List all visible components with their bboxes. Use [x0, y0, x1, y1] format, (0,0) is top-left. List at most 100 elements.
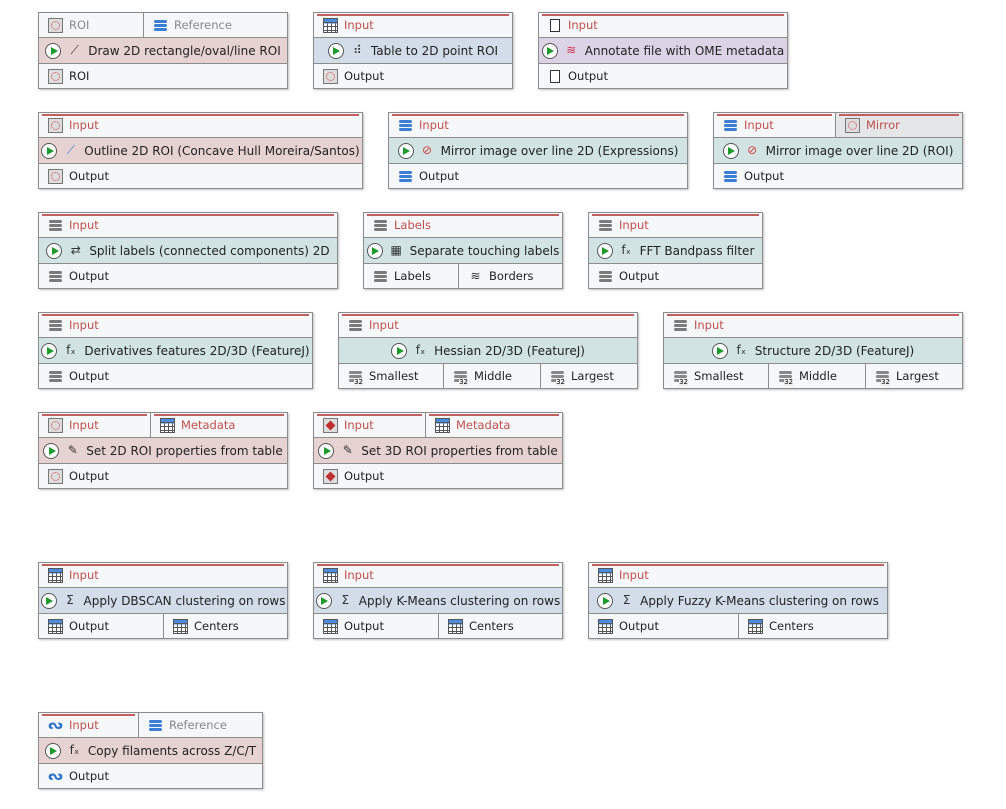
run-button[interactable]: [315, 592, 332, 609]
run-button[interactable]: [397, 142, 414, 159]
input-slot-reference[interactable]: Reference: [144, 13, 287, 37]
output-slot-output[interactable]: Output: [39, 264, 337, 288]
output-slot-smallest[interactable]: Smallest: [664, 364, 769, 388]
node-header[interactable]: ✎Set 3D ROI properties from table: [314, 438, 562, 463]
output-slot-roi[interactable]: ROI: [39, 64, 287, 88]
run-button[interactable]: [327, 42, 344, 59]
output-slot-largest[interactable]: Largest: [866, 364, 962, 388]
input-slot-input[interactable]: Input: [339, 313, 637, 337]
run-button[interactable]: [41, 142, 58, 159]
output-slot-centers[interactable]: Centers: [164, 614, 287, 638]
node-header[interactable]: ≋Annotate file with OME metadata: [539, 38, 787, 63]
output-slot-middle[interactable]: Middle: [769, 364, 866, 388]
output-slot-output[interactable]: Output: [314, 464, 562, 488]
input-slot-input[interactable]: Input: [314, 413, 426, 437]
output-slot-middle[interactable]: Middle: [444, 364, 541, 388]
node-header[interactable]: ✎Set 2D ROI properties from table: [39, 438, 287, 463]
input-slot-mirror[interactable]: Mirror: [836, 113, 962, 137]
output-slot-output[interactable]: Output: [39, 364, 312, 388]
node-header[interactable]: ⟋Draw 2D rectangle/oval/line ROI: [39, 38, 287, 63]
output-slot-smallest[interactable]: Smallest: [339, 364, 444, 388]
output-slot-output[interactable]: Output: [539, 64, 787, 88]
algorithm-node[interactable]: Input⇄Split labels (connected components…: [38, 212, 338, 289]
input-slot-input[interactable]: Input: [664, 313, 962, 337]
output-slot-centers[interactable]: Centers: [439, 614, 562, 638]
input-slot-roi[interactable]: ROI: [39, 13, 144, 37]
node-header[interactable]: ⊘Mirror image over line 2D (ROI): [714, 138, 962, 163]
run-button[interactable]: [597, 592, 614, 609]
output-slot-output[interactable]: Output: [314, 614, 439, 638]
input-slot-input[interactable]: Input: [39, 563, 287, 587]
input-slot-input[interactable]: Input: [389, 113, 687, 137]
output-slot-output[interactable]: Output: [589, 264, 762, 288]
output-slot-output[interactable]: Output: [389, 164, 687, 188]
node-header[interactable]: ⟋Outline 2D ROI (Concave Hull Moreira/Sa…: [39, 138, 362, 163]
output-slot-output[interactable]: Output: [314, 64, 512, 88]
output-slot-output[interactable]: Output: [39, 614, 164, 638]
input-slot-input[interactable]: Input: [39, 113, 362, 137]
input-slot-reference[interactable]: Reference: [139, 713, 262, 737]
output-slot-output[interactable]: Output: [39, 164, 362, 188]
output-slot-output[interactable]: Output: [39, 464, 287, 488]
run-button[interactable]: [596, 242, 613, 259]
input-slot-metadata[interactable]: Metadata: [426, 413, 562, 437]
run-button[interactable]: [366, 242, 383, 259]
output-slot-borders[interactable]: ≋Borders: [459, 264, 562, 288]
node-header[interactable]: ⊘Mirror image over line 2D (Expressions): [389, 138, 687, 163]
run-button[interactable]: [722, 142, 739, 159]
input-slot-input[interactable]: Input: [539, 13, 787, 37]
output-slot-labels[interactable]: Labels: [364, 264, 459, 288]
run-button[interactable]: [318, 442, 335, 459]
output-slot-output[interactable]: Output: [714, 164, 962, 188]
node-header[interactable]: ⠾Table to 2D point ROI: [314, 38, 512, 63]
output-slot-centers[interactable]: Centers: [739, 614, 887, 638]
node-header[interactable]: ▦Separate touching labels: [364, 238, 562, 263]
run-button[interactable]: [41, 342, 58, 359]
run-button[interactable]: [44, 742, 61, 759]
node-header[interactable]: ⇄Split labels (connected components) 2D: [39, 238, 337, 263]
input-slot-input[interactable]: Input: [714, 113, 836, 137]
input-slot-input[interactable]: Input: [39, 413, 151, 437]
run-button[interactable]: [391, 342, 408, 359]
run-button[interactable]: [43, 442, 60, 459]
output-slot-largest[interactable]: Largest: [541, 364, 637, 388]
input-slot-input[interactable]: Input: [314, 563, 562, 587]
input-slot-labels[interactable]: Labels: [364, 213, 562, 237]
algorithm-node[interactable]: Input⟋Outline 2D ROI (Concave Hull Morei…: [38, 112, 363, 189]
input-slot-input[interactable]: Input: [314, 13, 512, 37]
input-slot-input[interactable]: Input: [39, 313, 312, 337]
input-slot-input[interactable]: Input: [39, 213, 337, 237]
input-slot-input[interactable]: Input: [589, 563, 887, 587]
run-button[interactable]: [46, 242, 63, 259]
input-slot-input[interactable]: Input: [589, 213, 762, 237]
run-button[interactable]: [541, 42, 558, 59]
run-button[interactable]: [45, 42, 62, 59]
output-slot-output[interactable]: Output: [589, 614, 739, 638]
run-button[interactable]: [711, 342, 728, 359]
run-button[interactable]: [40, 592, 57, 609]
